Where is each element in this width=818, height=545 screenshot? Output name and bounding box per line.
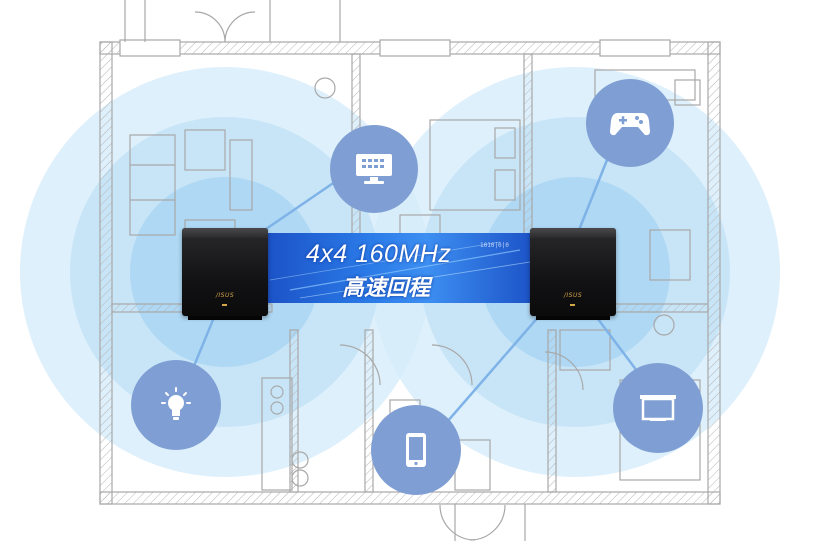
monitor-icon — [640, 395, 676, 421]
banner-title: 4x4 160MHz — [306, 240, 452, 268]
gamepad-icon — [610, 113, 650, 136]
device-tv — [330, 125, 418, 213]
router-led — [570, 304, 575, 306]
router-foot — [188, 316, 262, 320]
lightbulb-icon — [161, 387, 191, 420]
router-led — [222, 304, 227, 306]
router-top-vent — [530, 228, 616, 238]
router-top-vent — [182, 228, 268, 238]
banner-subtitle: 高速回程 — [342, 276, 431, 301]
device-monitor — [613, 363, 703, 453]
router-right: /ISUS — [530, 228, 616, 320]
router-foot — [536, 316, 610, 320]
floor-plan — [99, 0, 721, 541]
smartphone-icon — [406, 433, 426, 467]
device-gamepad — [586, 79, 674, 167]
backhaul-banner — [257, 233, 540, 303]
device-lightbulb — [131, 360, 221, 450]
router-logo: /ISUS — [215, 292, 235, 299]
device-smartphone — [371, 405, 461, 495]
link-smartphone — [439, 314, 541, 431]
router-logo: /ISUS — [563, 292, 583, 299]
router-left: /ISUS — [182, 228, 268, 320]
tv-icon — [356, 154, 392, 184]
banner-bits-text: 1010|0|0 — [480, 242, 509, 249]
